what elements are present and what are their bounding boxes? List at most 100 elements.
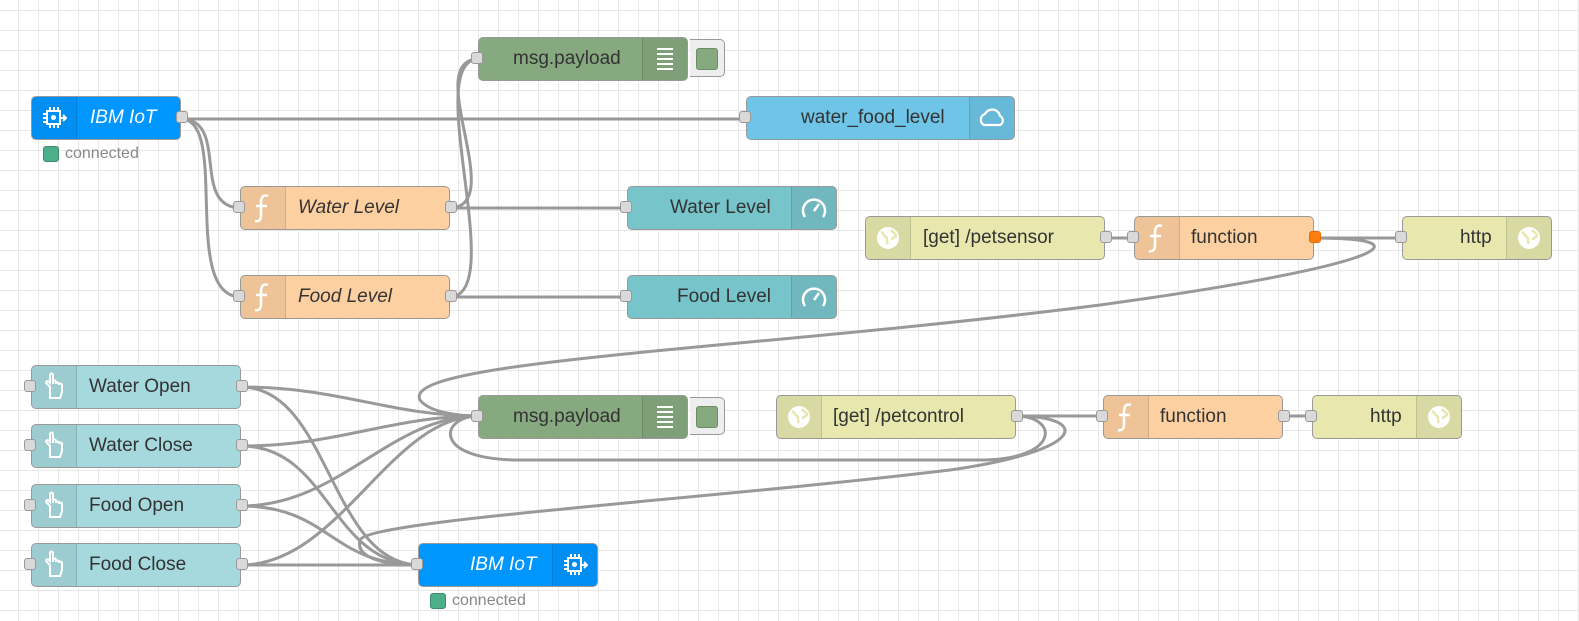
- input-port[interactable]: [1305, 410, 1317, 422]
- function-icon: [241, 187, 286, 229]
- input-port[interactable]: [739, 111, 751, 123]
- input-port[interactable]: [24, 439, 36, 451]
- toggle-square: [696, 406, 718, 428]
- debug-toggle-button[interactable]: [690, 39, 725, 77]
- input-port[interactable]: [233, 201, 245, 213]
- node-label: Food Level: [677, 286, 772, 307]
- wire: [417, 236, 1376, 418]
- status-dot: [43, 146, 59, 162]
- output-port[interactable]: [236, 439, 248, 451]
- http-in-node-petcontrol[interactable]: [get] /petcontrol: [776, 395, 1023, 439]
- list-icon: [642, 38, 687, 80]
- wire: [240, 385, 480, 418]
- input-port[interactable]: [24, 499, 36, 511]
- output-port[interactable]: [176, 111, 188, 123]
- function-node-control[interactable]: function: [1096, 395, 1290, 439]
- output-port[interactable]: [236, 558, 248, 570]
- wire: [240, 504, 421, 567]
- http-in-node-petsensor[interactable]: [get] /petsensor: [865, 216, 1112, 260]
- wire: [448, 57, 480, 299]
- input-port[interactable]: [411, 558, 423, 570]
- node-label: Water Open: [89, 376, 191, 397]
- http-response-node-control[interactable]: http: [1305, 395, 1462, 439]
- node-label: Food Close: [89, 554, 187, 575]
- list-icon: [642, 396, 687, 438]
- status-indicator: connected: [430, 592, 526, 610]
- gauge-node-food-level[interactable]: Food Level: [620, 275, 837, 319]
- inject-node-water-close[interactable]: Water Close: [24, 424, 248, 468]
- input-port[interactable]: [620, 290, 632, 302]
- node-label: http: [1370, 406, 1402, 427]
- node-label: Water Close: [89, 435, 193, 456]
- input-port[interactable]: [24, 380, 36, 392]
- debug-toggle-button[interactable]: [690, 397, 725, 435]
- globe-icon: [1416, 396, 1461, 438]
- ibm-iot-out-node[interactable]: IBM IoT: [411, 543, 598, 587]
- status-text: connected: [65, 145, 139, 162]
- function-node-water-level[interactable]: Water Level: [233, 186, 457, 230]
- wire: [448, 57, 480, 210]
- wire: [180, 117, 242, 299]
- input-port[interactable]: [1127, 231, 1139, 243]
- wire: [448, 414, 1047, 462]
- inject-node-water-open[interactable]: Water Open: [24, 365, 248, 409]
- inject-node-food-close[interactable]: Food Close: [24, 543, 248, 587]
- http-response-node-sensor[interactable]: http: [1395, 216, 1552, 260]
- hand-icon: [32, 366, 77, 408]
- output-port[interactable]: [1011, 410, 1023, 422]
- function-node-food-level[interactable]: Food Level: [233, 275, 457, 319]
- node-label: Food Open: [89, 495, 185, 516]
- debug-node-top[interactable]: msg.payload: [471, 37, 688, 81]
- node-label: IBM IoT: [470, 554, 537, 575]
- node-label: Water Level: [298, 197, 400, 218]
- output-port-changed[interactable]: [1309, 231, 1321, 243]
- function-icon: [241, 276, 286, 318]
- gauge-icon: [791, 187, 836, 229]
- status-indicator: connected: [43, 145, 139, 163]
- input-port[interactable]: [24, 558, 36, 570]
- output-port[interactable]: [445, 201, 457, 213]
- cloud-icon: [969, 97, 1014, 139]
- status-text: connected: [452, 592, 526, 609]
- node-label: [get] /petsensor: [923, 227, 1054, 248]
- node-label: Food Level: [298, 286, 393, 307]
- node-label: msg.payload: [513, 406, 621, 427]
- input-port[interactable]: [471, 52, 483, 64]
- ibm-iot-in-node[interactable]: IBM IoT: [31, 96, 188, 140]
- wire: [240, 444, 421, 567]
- wire: [180, 117, 242, 210]
- input-port[interactable]: [233, 290, 245, 302]
- hand-icon: [32, 485, 77, 527]
- output-port[interactable]: [1100, 231, 1112, 243]
- wire: [358, 414, 1067, 567]
- globe-icon: [777, 396, 822, 438]
- chip-icon: [32, 97, 77, 139]
- function-icon: [1135, 217, 1180, 259]
- debug-node-mid[interactable]: msg.payload: [471, 395, 688, 439]
- node-label: msg.payload: [513, 48, 621, 69]
- wire: [240, 385, 421, 567]
- node-label: Water Level: [670, 197, 771, 218]
- cloudant-out-node[interactable]: water_food_level: [739, 96, 1015, 140]
- globe-icon: [1506, 217, 1551, 259]
- output-port[interactable]: [445, 290, 457, 302]
- input-port[interactable]: [620, 201, 632, 213]
- function-node-sensor[interactable]: function: [1127, 216, 1321, 260]
- input-port[interactable]: [1395, 231, 1407, 243]
- gauge-node-water-level[interactable]: Water Level: [620, 186, 837, 230]
- wire: [240, 414, 480, 567]
- input-port[interactable]: [1096, 410, 1108, 422]
- node-label: IBM IoT: [90, 107, 157, 128]
- input-port[interactable]: [471, 410, 483, 422]
- inject-node-food-open[interactable]: Food Open: [24, 484, 248, 528]
- output-port[interactable]: [1278, 410, 1290, 422]
- node-label: water_food_level: [801, 107, 945, 128]
- output-port[interactable]: [236, 499, 248, 511]
- globe-icon: [866, 217, 911, 259]
- status-dot: [430, 593, 446, 609]
- wire: [240, 414, 480, 448]
- node-label: function: [1160, 406, 1227, 427]
- output-port[interactable]: [236, 380, 248, 392]
- hand-icon: [32, 544, 77, 586]
